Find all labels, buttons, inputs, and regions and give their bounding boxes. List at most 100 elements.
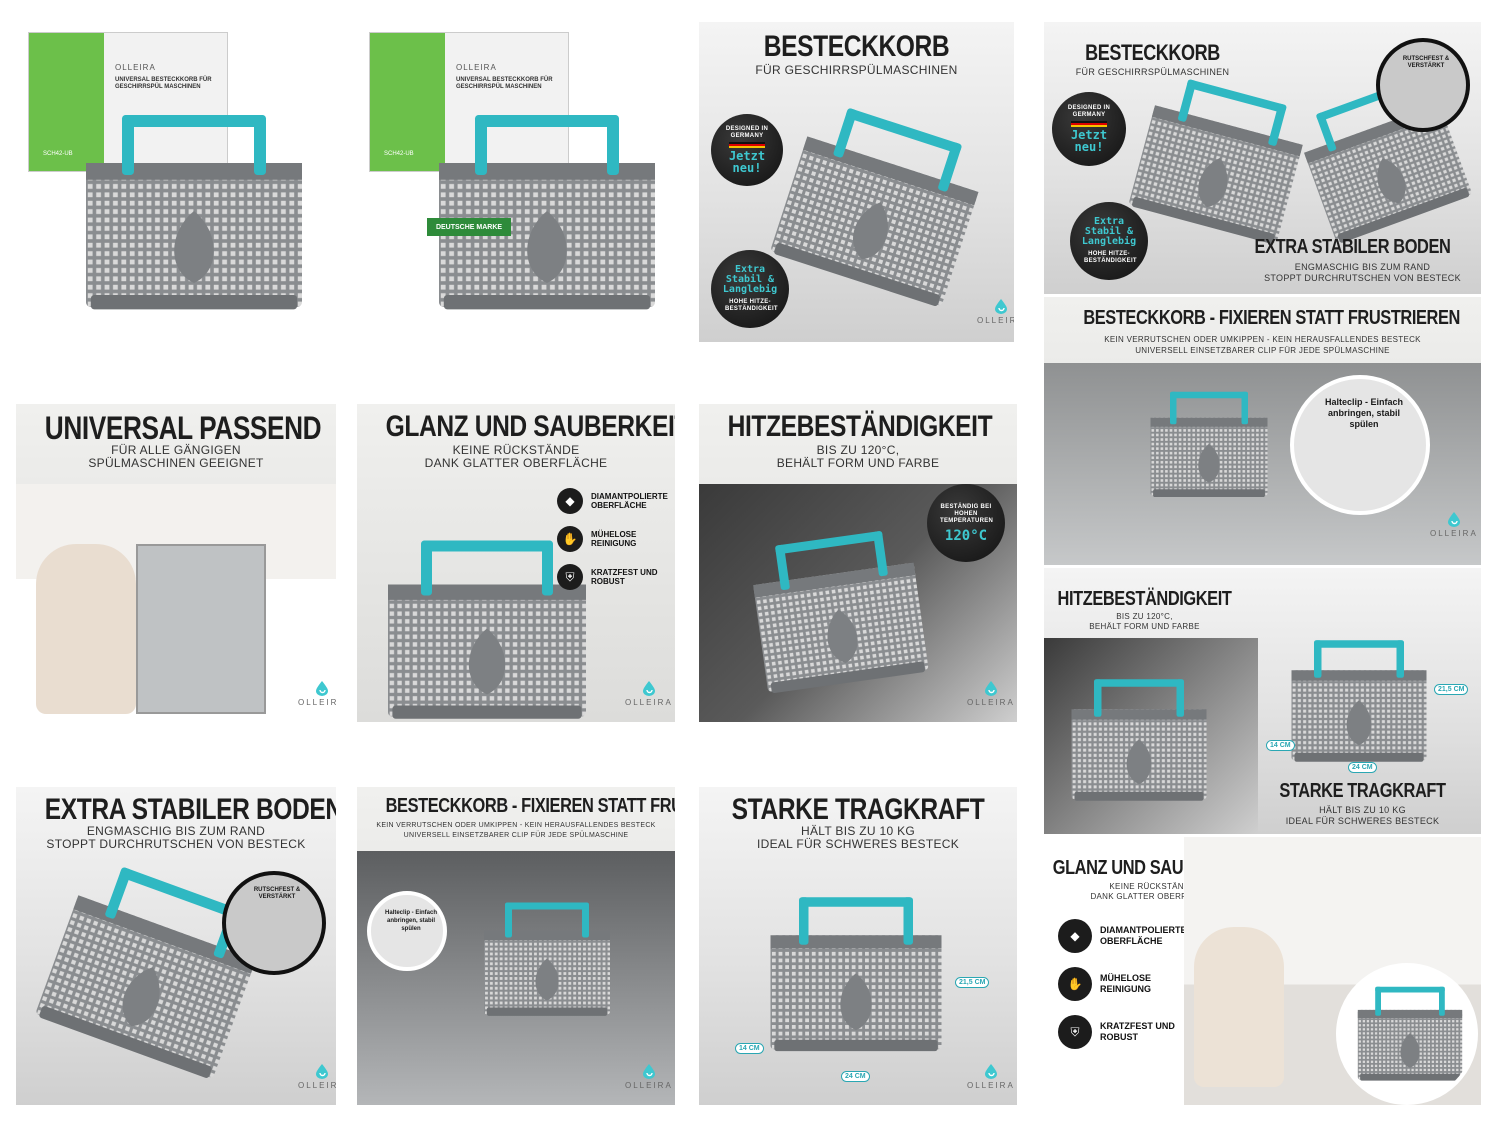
dimension-depth: 14 CM	[735, 1043, 764, 1054]
tile-besteckkorb-intro: BESTECKKORB FÜR GESCHIRRSPÜLMASCHINEN DE…	[699, 22, 1014, 342]
tile-glanz-sauberkeit: GLANZ UND SAUBERKEIT KEINE RÜCKSTÄNDE DA…	[357, 404, 675, 722]
tile-title: EXTRA STABILER BODEN	[44, 793, 336, 826]
dimension-depth: 14 CM	[1266, 740, 1295, 751]
dishwasher	[136, 544, 266, 714]
cutlery-basket-image	[748, 526, 929, 694]
brand-logo: OLLEIRA	[977, 298, 1014, 325]
tile-subtitle: FÜR GESCHIRRSPÜLMASCHINEN	[1075, 67, 1230, 77]
feature-robust: ⛨KRATZFEST UND ROBUST	[1058, 1015, 1190, 1049]
tile-product-box-angle: OLLEIRA UNIVERSAL BESTECKKORB FÜR GESCHI…	[357, 22, 677, 342]
cutlery-basket-image	[484, 902, 610, 1016]
package-text: UNIVERSAL BESTECKKORB FÜR GESCHIRRSPÜL M…	[456, 77, 553, 90]
cutlery-basket-image	[770, 897, 942, 1052]
feature-robust: ⛨KRATZFEST UND ROBUST	[557, 564, 671, 590]
cutlery-basket-image	[769, 98, 991, 309]
cutlery-basket-image	[439, 115, 655, 310]
brand-logo: OLLEIRA	[967, 1063, 1015, 1090]
tile-subtitle: KEINE RÜCKSTÄNDE	[1109, 882, 1196, 891]
shield-icon: ⛨	[557, 564, 583, 590]
tile-subtitle: BIS ZU 120°C,	[816, 443, 900, 457]
package-code: SCH42-UB	[43, 151, 73, 157]
tile-subtitle: UNIVERSELL EINSETZBARER CLIP FÜR JEDE SP…	[403, 832, 629, 839]
tile-subtitle: BIS ZU 120°C,	[1116, 612, 1173, 621]
tile-universal-passend: UNIVERSAL PASSEND FÜR ALLE GÄNGIGEN SPÜL…	[16, 404, 336, 722]
cleaning-icon: ✋	[557, 526, 583, 552]
dimension-width: 24 CM	[1348, 762, 1377, 773]
woman-figure	[36, 544, 136, 714]
tile-title: BESTECKKORB	[763, 30, 950, 63]
feature-diamond: ◆DIAMANTPOLIERTE OBERFLÄCHE	[557, 488, 671, 514]
tile-hitze-tragkraft: HITZEBESTÄNDIGKEIT BIS ZU 120°C, BEHÄLT …	[1044, 568, 1481, 834]
tile-title: UNIVERSAL PASSEND	[44, 410, 322, 446]
tile-title-secondary: EXTRA STABILER BODEN	[1254, 236, 1451, 258]
tile-subtitle-secondary: STOPPT DURCHRUTSCHEN VON BESTECK	[1264, 273, 1461, 283]
diamond-icon: ◆	[1058, 919, 1092, 953]
tile-subtitle: KEINE RÜCKSTÄNDE	[452, 443, 580, 457]
clip-zoom-circle: Halteclip - Einfach anbringen, stabil sp…	[1290, 375, 1430, 515]
brand-logo: OLLEIRA	[625, 680, 673, 707]
tile-subtitle: BEHÄLT FORM UND FARBE	[1089, 622, 1200, 631]
tile-subtitle: KEIN VERRUTSCHEN ODER UMKIPPEN - KEIN HE…	[1104, 335, 1421, 344]
olleira-drop-icon	[315, 1063, 329, 1079]
tile-subtitle: KEIN VERRUTSCHEN ODER UMKIPPEN - KEIN HE…	[376, 822, 656, 829]
designed-in-germany-badge: DESIGNED IN GERMANY Jetzt neu!	[1052, 92, 1126, 166]
tile-glanz-sauberkeit-right: GLANZ UND SAUBERKEIT KEINE RÜCKSTÄNDE DA…	[1044, 837, 1481, 1105]
tile-subtitle: ENGMASCHIG BIS ZUM RAND	[86, 824, 266, 838]
olleira-drop-icon	[642, 680, 656, 696]
tile-subtitle: UNIVERSELL EINSETZBARER CLIP FÜR JEDE SP…	[1135, 346, 1390, 355]
tile-subtitle-secondary: ENGMASCHIG BIS ZUM RAND	[1294, 262, 1431, 272]
product-zoom-circle	[1336, 963, 1478, 1105]
olleira-drop-icon	[1447, 511, 1461, 527]
brand-logo: OLLEIRA	[625, 1063, 673, 1090]
tile-besteckkorb-boden: BESTECKKORB FÜR GESCHIRRSPÜLMASCHINEN DE…	[1044, 22, 1481, 294]
olleira-drop-icon	[315, 680, 329, 696]
dimension-height: 21,5 CM	[955, 977, 990, 988]
tile-title: HITZEBESTÄNDIGKEIT	[727, 410, 993, 443]
feature-cleaning: ✋MÜHELOSE REINIGUNG	[1058, 967, 1190, 1001]
zoom-detail-circle: RUTSCHFEST & VERSTÄRKT	[222, 871, 326, 975]
tile-title: STARKE TRAGKRAFT	[731, 793, 985, 826]
temperature-badge: BESTÄNDIG BEI HOHEN TEMPERATUREN 120°C	[927, 484, 1005, 562]
brand-logo: OLLEIRA	[298, 680, 336, 707]
brand-band: DEUTSCHE MARKE	[427, 218, 511, 236]
tile-subtitle: DANK GLATTER OBERFLÄCHE	[424, 456, 608, 470]
woman-figure	[1194, 927, 1284, 1087]
cutlery-basket-image	[388, 540, 586, 719]
diamond-icon: ◆	[557, 488, 583, 514]
designed-in-germany-badge: DESIGNED IN GERMANY Jetzt neu!	[711, 114, 783, 186]
dimension-height: 21,5 CM	[1434, 684, 1469, 695]
tile-subtitle: FÜR GESCHIRRSPÜLMASCHINEN	[755, 63, 958, 77]
brand-logo: OLLEIRA	[298, 1063, 336, 1090]
tile-subtitle: HÄLT BIS ZU 10 KG	[800, 824, 916, 838]
tile-fixieren-right: BESTECKKORB - FIXIEREN STATT FRUSTRIEREN…	[1044, 297, 1481, 565]
tile-subtitle: DANK GLATTER OBERFLÄCHE	[1090, 892, 1215, 901]
clip-zoom-circle: Halteclip - Einfach anbringen, stabil sp…	[367, 891, 447, 971]
feature-diamond: ◆DIAMANTPOLIERTE OBERFLÄCHE	[1058, 919, 1190, 953]
tile-subtitle: STOPPT DURCHRUTSCHEN VON BESTECK	[46, 837, 306, 851]
brand-logo: OLLEIRA	[1430, 511, 1478, 538]
tile-product-box: OLLEIRA UNIVERSAL BESTECKKORB FÜR GESCHI…	[16, 22, 336, 342]
tile-starke-tragkraft: STARKE TRAGKRAFT HÄLT BIS ZU 10 KG IDEAL…	[699, 787, 1017, 1105]
dimension-width: 24 CM	[841, 1071, 870, 1082]
cleaning-icon: ✋	[1058, 967, 1092, 1001]
feature-cleaning: ✋MÜHELOSE REINIGUNG	[557, 526, 671, 552]
tile-extra-stabiler-boden: EXTRA STABILER BODEN ENGMASCHIG BIS ZUM …	[16, 787, 336, 1105]
tile-subtitle: BEHÄLT FORM UND FARBE	[776, 456, 940, 470]
german-flag-icon	[1071, 121, 1107, 127]
tile-title: BESTECKKORB - FIXIEREN STATT FRUSTRIEREN	[385, 795, 675, 817]
tile-subtitle: SPÜLMASCHINEN GEEIGNET	[88, 456, 264, 470]
olleira-drop-icon	[984, 1063, 998, 1079]
brand-logo: OLLEIRA	[967, 680, 1015, 707]
stability-badge: Extra Stabil & Langlebig HOHE HITZE- BES…	[711, 250, 789, 328]
tile-fixieren: BESTECKKORB - FIXIEREN STATT FRUSTRIEREN…	[357, 787, 675, 1105]
tile-title-secondary: STARKE TRAGKRAFT	[1279, 780, 1446, 802]
shield-icon: ⛨	[1058, 1015, 1092, 1049]
german-flag-icon	[729, 142, 765, 148]
olleira-drop-icon	[994, 298, 1008, 314]
kitchen-photo	[16, 484, 336, 722]
cutlery-basket-image	[1291, 640, 1427, 762]
tile-subtitle-secondary: IDEAL FÜR SCHWERES BESTECK	[1285, 816, 1440, 826]
stability-badge: Extra Stabil & Langlebig HOHE HITZE- BES…	[1070, 202, 1148, 280]
olleira-drop-icon	[984, 680, 998, 696]
cutlery-basket-image	[86, 115, 302, 310]
